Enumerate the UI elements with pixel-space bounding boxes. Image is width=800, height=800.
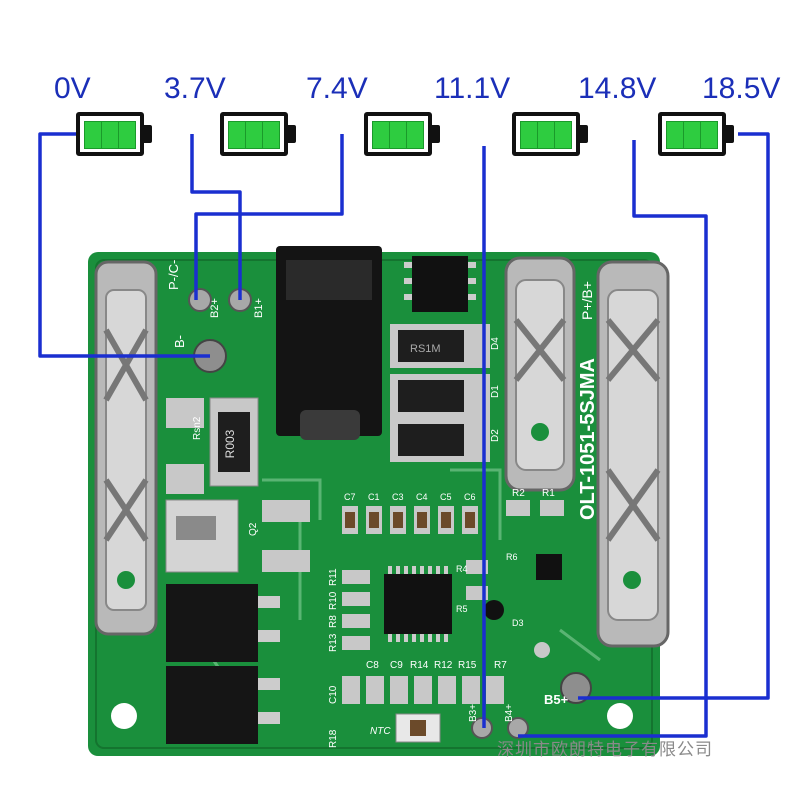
label-pc: P-/C- (166, 260, 181, 290)
battery-icon (364, 112, 440, 156)
dc-jack (276, 246, 382, 440)
label-r12: R12 (434, 660, 453, 671)
label-c3: C3 (392, 492, 404, 502)
label-c8: C8 (366, 660, 379, 671)
label-r11: R11 (328, 568, 339, 586)
label-b2: B2+ (209, 298, 221, 318)
pad-b3 (471, 717, 493, 739)
terminal-clip-middle (504, 256, 576, 492)
board-model: OLT-1051-5SJMA (577, 358, 599, 520)
pad-b5 (560, 672, 592, 704)
shunt-marking: R003 (223, 429, 237, 458)
voltage-label-5: 18.5V (702, 72, 781, 105)
wire-18v5 (578, 132, 770, 700)
voltage-label-0: 0V (54, 72, 91, 105)
label-c10: C10 (328, 685, 339, 704)
ic-top (404, 256, 476, 312)
label-r4: R4 (456, 564, 468, 574)
diode-d1 (390, 374, 490, 418)
diode-d2 (390, 418, 490, 462)
label-pplus: P+/B+ (579, 281, 595, 320)
battery-icon (512, 112, 588, 156)
label-d3: D3 (512, 618, 524, 628)
label-r10: R10 (328, 591, 339, 610)
wire-3v7 (190, 134, 242, 300)
label-b3: B3+ (468, 704, 479, 722)
pad-b4 (507, 717, 529, 739)
label-c4: C4 (416, 492, 428, 502)
diode-d4: RS1M (390, 324, 490, 368)
label-r1: R1 (542, 488, 555, 499)
mounting-hole (111, 703, 137, 729)
label-d4: D4 (490, 337, 501, 350)
battery-icon (76, 112, 152, 156)
mounting-hole (607, 703, 633, 729)
voltage-label-1: 3.7V (164, 72, 226, 105)
label-b1: B1+ (253, 298, 265, 318)
label-c9: C9 (390, 660, 403, 671)
wire-0v (38, 132, 210, 358)
label-c6: C6 (464, 492, 476, 502)
label-r5: R5 (456, 604, 468, 614)
wire-7v4 (194, 134, 344, 300)
pad-b2 (188, 288, 212, 312)
label-r18: R18 (328, 729, 339, 748)
label-r2: R2 (512, 488, 525, 499)
label-r6: R6 (506, 552, 518, 562)
label-r15: R15 (458, 660, 477, 671)
mosfet-2 (166, 666, 280, 744)
battery-icon (658, 112, 734, 156)
label-c5: C5 (440, 492, 452, 502)
svg-text:RS1M: RS1M (410, 343, 441, 355)
wire-14v8 (518, 140, 708, 738)
watermark: 深圳市欧朗特电子有限公司 (497, 740, 713, 760)
label-b4: B4+ (504, 704, 515, 722)
label-r8: R8 (328, 615, 339, 628)
terminal-clip-right (596, 260, 670, 648)
label-d2: D2 (490, 429, 501, 442)
label-r13: R13 (328, 633, 339, 652)
label-r14: R14 (410, 660, 429, 671)
battery-icon (220, 112, 296, 156)
label-c7: C7 (344, 492, 356, 502)
label-bminus: B- (172, 335, 187, 348)
label-c1: C1 (368, 492, 380, 502)
label-q2: Q2 (248, 522, 259, 536)
label-d1: D1 (490, 385, 501, 398)
bms-ic (384, 566, 452, 642)
label-b5: B5+ (544, 692, 569, 707)
terminal-clip-left (94, 260, 158, 636)
voltage-label-4: 14.8V (578, 72, 657, 105)
label-ntc: NTC (370, 726, 391, 737)
wiring (38, 132, 770, 738)
mosfet-1 (166, 584, 280, 662)
label-rsn2: Rsn2 (192, 416, 203, 440)
voltage-label-3: 11.1V (434, 72, 511, 105)
label-r7: R7 (494, 660, 507, 671)
voltage-label-2: 7.4V (306, 72, 368, 105)
shunt-resistor: R003 (209, 397, 259, 487)
